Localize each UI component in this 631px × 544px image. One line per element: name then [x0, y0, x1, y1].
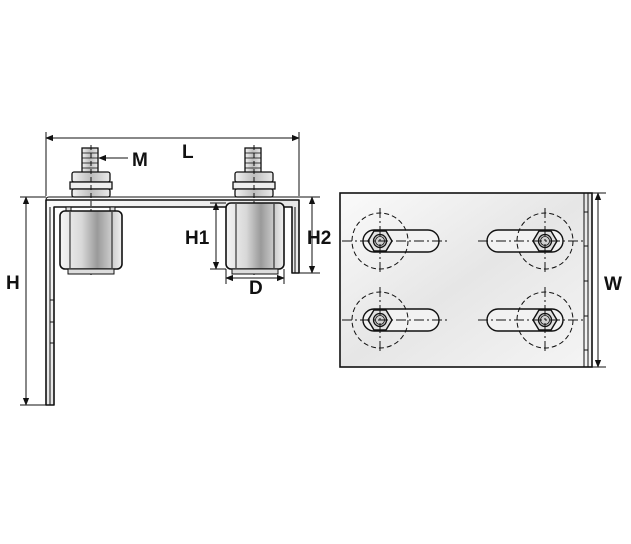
- label-H: H: [6, 273, 20, 294]
- label-L: L: [182, 142, 194, 163]
- left-roller: [59, 206, 123, 275]
- label-W: W: [604, 274, 622, 295]
- mount-top-left: [342, 208, 448, 274]
- bracket-plate: [45, 196, 300, 406]
- top-plate: [339, 192, 593, 368]
- dimension-W: [592, 192, 606, 368]
- mount-bottom-right: [478, 287, 584, 353]
- mount-top-right: [478, 208, 584, 274]
- dimension-H2: [299, 196, 320, 274]
- right-bolt: [232, 145, 276, 275]
- side-view: L M H H1 H2 D: [6, 132, 331, 406]
- left-bolt: [69, 145, 113, 275]
- dimension-H1: [210, 202, 226, 270]
- dimension-H: [20, 196, 46, 406]
- dimension-D: [225, 269, 285, 284]
- dimension-L: [45, 132, 300, 196]
- label-M: M: [132, 150, 148, 171]
- right-roller: [225, 202, 285, 275]
- label-D: D: [249, 278, 263, 299]
- mount-bottom-left: [342, 287, 448, 353]
- label-H1: H1: [185, 228, 210, 249]
- label-H2: H2: [307, 228, 331, 249]
- top-view: W: [339, 192, 622, 368]
